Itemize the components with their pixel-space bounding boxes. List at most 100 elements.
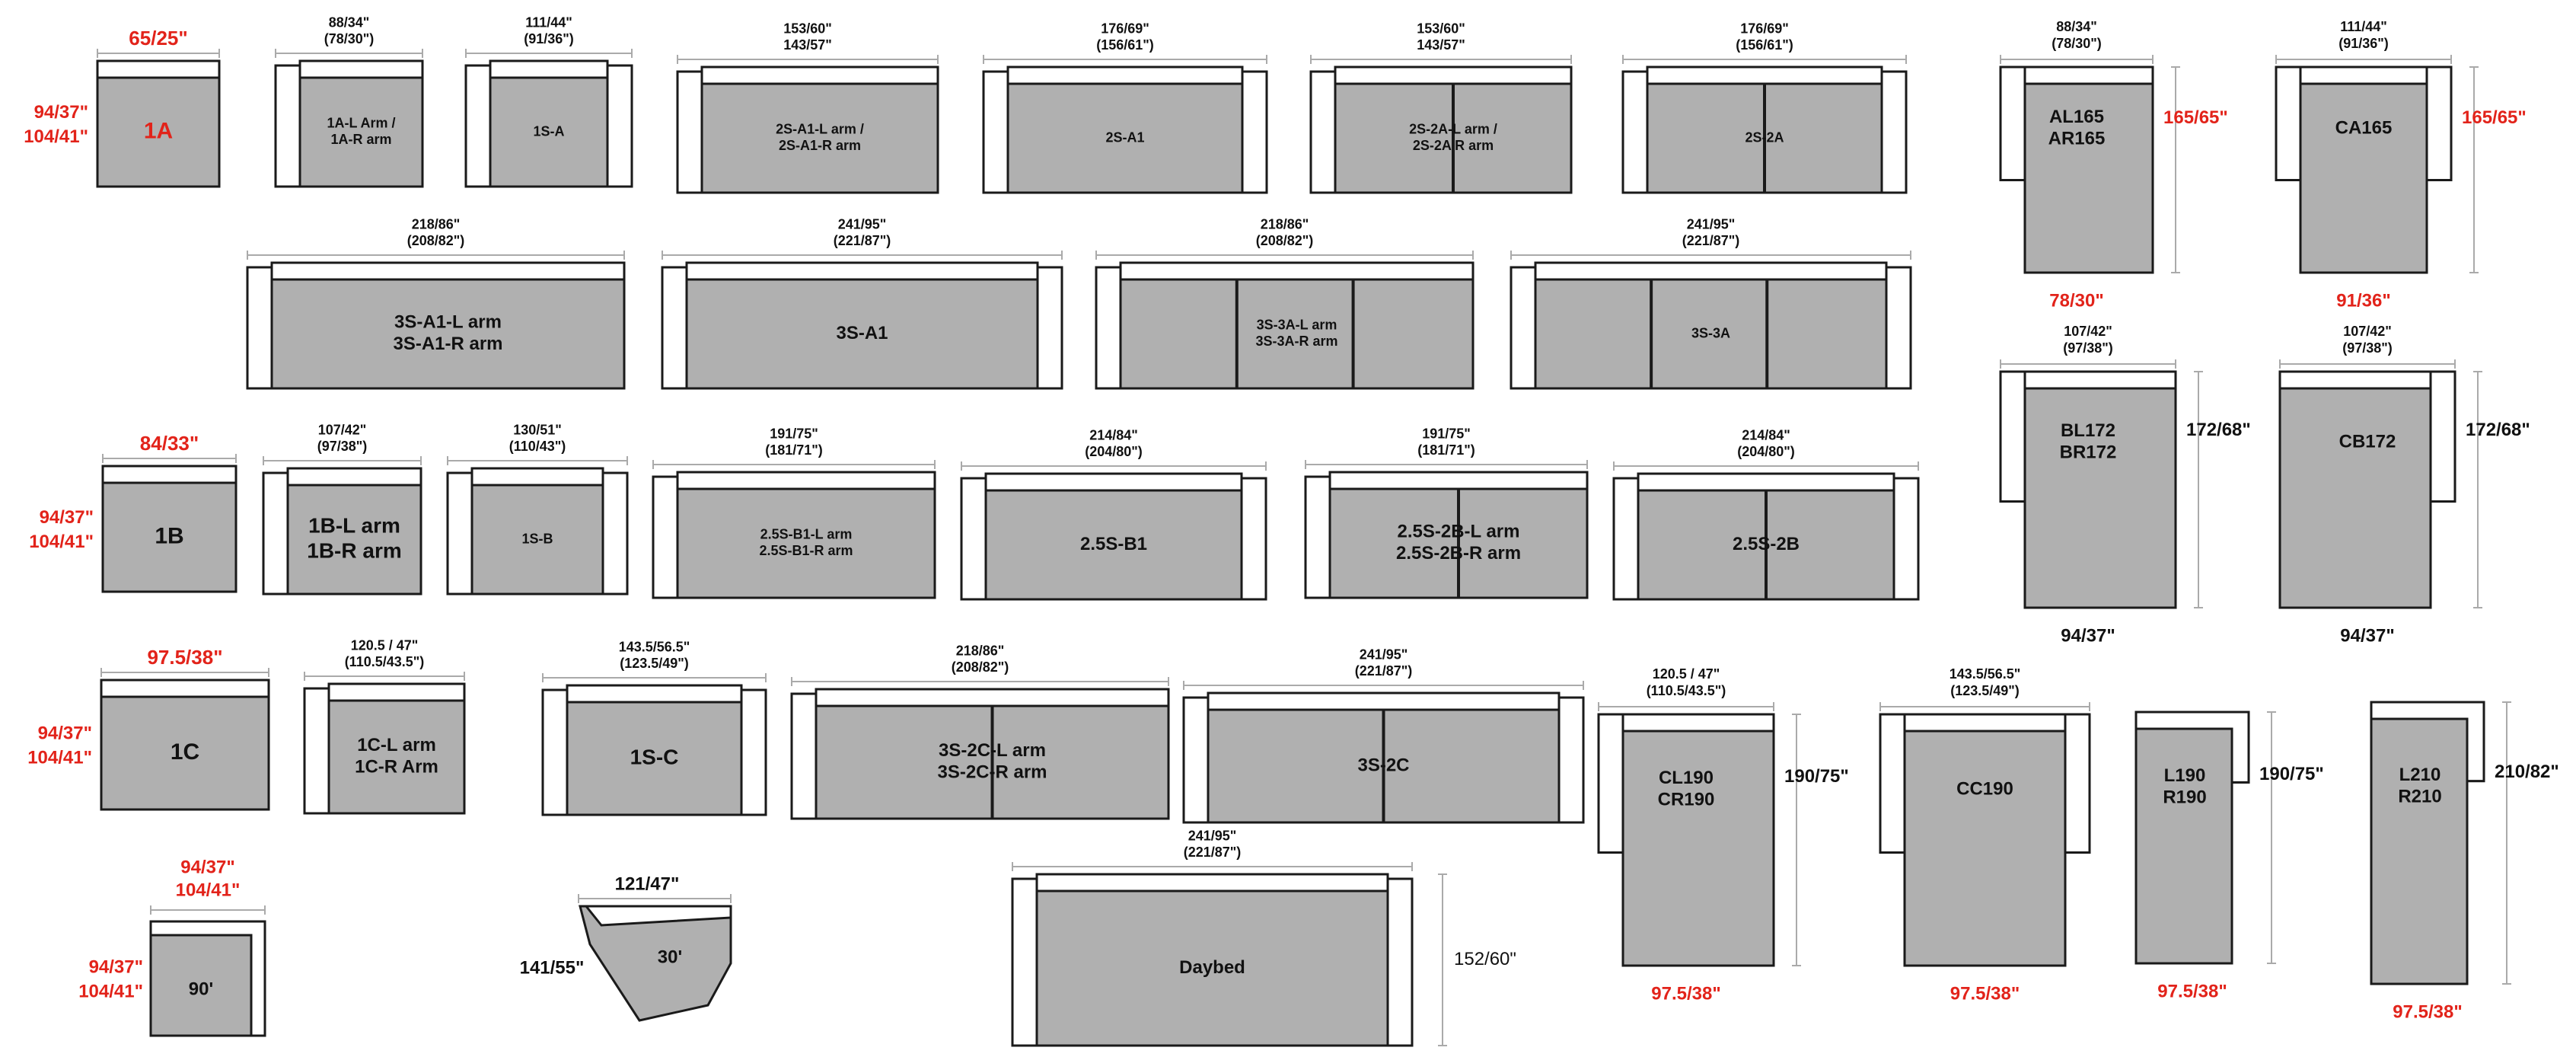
width-dimension: 120.5 / 47" — [1653, 666, 1720, 682]
backrest — [1006, 65, 1244, 85]
armrest-right — [1557, 696, 1585, 824]
length-dimension: 172/68" — [2186, 420, 2251, 440]
width-dimension: (221/87") — [1355, 663, 1413, 679]
width-dimension: (221/87") — [1184, 845, 1242, 860]
seat — [700, 82, 939, 194]
backrest — [1903, 713, 2067, 733]
length-dimension: 190/75" — [1784, 766, 1849, 787]
piece-label: 2S-A1-R arm — [779, 138, 861, 153]
width-dimension: 120.5 / 47" — [351, 638, 419, 653]
width-dimension: 84/33" — [140, 432, 199, 455]
width-dimension: 241/95" — [1687, 217, 1736, 232]
armrest-left — [1621, 70, 1649, 194]
width-dimension: (221/87") — [1682, 233, 1740, 248]
armrest-left — [1182, 696, 1210, 824]
width-dimension: (110/43") — [509, 439, 566, 454]
width-dimension: 241/95" — [838, 217, 887, 232]
piece-label: 2S-2A-L arm / — [1409, 122, 1497, 137]
armrest-left — [1612, 477, 1640, 601]
armrest-right — [1240, 477, 1267, 601]
width-dimension: 218/86" — [1261, 217, 1309, 232]
piece-label: CB172 — [2339, 431, 2396, 452]
armrest-left — [1011, 877, 1038, 1047]
width-dimension: 107/42" — [318, 423, 367, 438]
piece-label: 2S-A1-L arm / — [776, 122, 864, 137]
armrest-left — [790, 692, 818, 820]
backrest — [286, 467, 422, 487]
piece-label: 2.5S-B1-L arm — [760, 527, 853, 542]
width-dimension: (78/30") — [324, 31, 375, 46]
width-dimension: 97.5/38" — [147, 646, 222, 669]
piece-label: 3S-A1-R arm — [393, 334, 502, 354]
width-dimension: (110.5/43.5") — [345, 654, 425, 669]
width-dimension: (97/38") — [317, 439, 368, 454]
width-dimension: 107/42" — [2343, 324, 2392, 339]
width-dimension: (78/30") — [2052, 36, 2102, 51]
piece-label: 2S-2A R arm — [1413, 138, 1494, 153]
piece-label: 2.5S-2B-L arm — [1398, 522, 1520, 542]
width-dimension: 218/86" — [412, 217, 461, 232]
backrest — [566, 684, 743, 704]
piece-label: CA165 — [2335, 117, 2393, 138]
piece-label: R210 — [2398, 787, 2441, 807]
piece-label: 90' — [189, 979, 213, 999]
width-dimension: (204/80") — [1737, 444, 1795, 459]
backrest — [2278, 370, 2432, 390]
piece-label: 3S-A1-L arm — [394, 312, 502, 333]
backrest — [2299, 65, 2428, 85]
backrest — [1334, 65, 1573, 85]
armrest-left — [1095, 266, 1122, 390]
backrest — [1328, 471, 1589, 490]
width-dimension: (204/80") — [1085, 444, 1143, 459]
width-dimension: 191/75" — [1422, 426, 1471, 442]
armrest-left — [246, 266, 273, 390]
width-dimension: 97.5/38" — [2157, 981, 2227, 1001]
width-dimension: (91/36") — [2338, 36, 2389, 51]
armrest-right — [1036, 266, 1063, 390]
piece-label: 1A — [144, 118, 173, 143]
width-dimension: (208/82") — [407, 233, 465, 248]
armrest-right — [1880, 70, 1908, 194]
width-dimension: (97/38") — [2063, 340, 2113, 356]
armrest-left — [303, 687, 330, 815]
width-dimension: 218/86" — [956, 643, 1005, 659]
backrest — [815, 688, 1170, 707]
piece-label: AL165 — [2049, 107, 2104, 127]
width-dimension: 97.5/38" — [1651, 983, 1720, 1004]
armrest-left — [446, 471, 473, 596]
width-dimension: (181/71") — [765, 442, 823, 458]
piece-label: L210 — [2399, 765, 2441, 785]
depth-dimension: 141/55" — [520, 957, 585, 978]
backrest — [700, 65, 939, 85]
piece-label: 3S-3A — [1691, 325, 1730, 340]
width-dimension: 121/47" — [615, 873, 680, 894]
seat — [1621, 730, 1775, 967]
width-dimension: 153/60" — [1417, 21, 1465, 37]
seat — [100, 695, 270, 811]
corner-piece-30: 30'121/47"141/55" — [520, 873, 732, 1022]
width-dimension: 94/37" — [180, 857, 234, 877]
piece-label: R190 — [2163, 787, 2206, 808]
width-dimension: 153/60" — [783, 21, 832, 37]
backrest — [1534, 261, 1888, 281]
depth-dimension: 94/37" — [40, 507, 94, 528]
width-dimension: 214/84" — [1742, 428, 1790, 443]
seat — [2278, 387, 2432, 609]
width-dimension: 176/69" — [1740, 21, 1789, 37]
width-dimension: 191/75" — [770, 426, 818, 442]
width-dimension: 143.5/56.5" — [619, 640, 690, 655]
width-dimension: 78/30" — [2049, 290, 2103, 311]
